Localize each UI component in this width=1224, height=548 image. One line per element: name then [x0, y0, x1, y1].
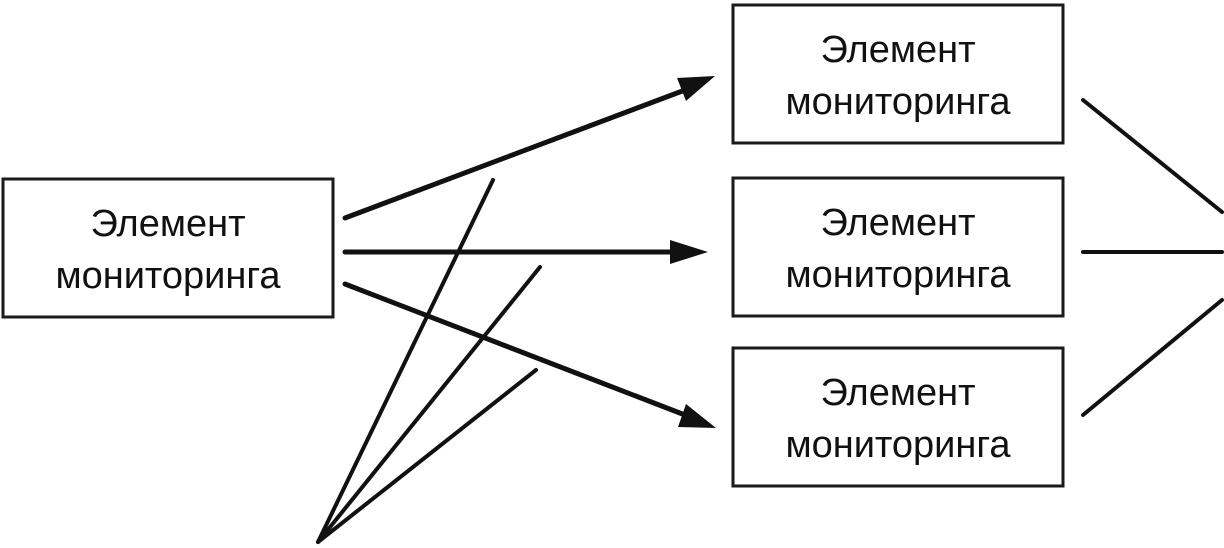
node-target-top-line2: мониторинга [785, 81, 1011, 123]
node-target-top-line1: Элемент [820, 29, 975, 71]
edge-source-to-bottom [342, 281, 716, 428]
node-target-middle: Элемент мониторинга [731, 176, 1065, 318]
node-source-box [1, 177, 335, 319]
fan-line-2 [316, 265, 542, 544]
node-source-line2: мониторинга [55, 255, 281, 297]
fan-line-1 [316, 178, 495, 544]
arrowhead-middle [670, 240, 708, 264]
node-source-line1: Элемент [90, 203, 245, 245]
right-lines [1081, 98, 1224, 417]
right-line-bottom [1081, 298, 1224, 417]
node-target-bottom-line2: мониторинга [785, 424, 1011, 466]
node-target-bottom-line1: Элемент [820, 372, 975, 414]
edge-source-to-top [342, 76, 715, 221]
edge-source-to-bottom-line [342, 281, 688, 418]
node-target-top-box [731, 3, 1065, 145]
arrowhead-bottom [678, 404, 716, 428]
arrowhead-top [677, 76, 715, 101]
node-target-bottom: Элемент мониторинга [731, 346, 1065, 488]
node-target-bottom-box [731, 346, 1065, 488]
node-target-middle-line1: Элемент [820, 202, 975, 244]
node-source: Элемент мониторинга [1, 177, 335, 319]
edge-source-to-middle [342, 240, 708, 264]
edge-source-to-top-line [342, 87, 688, 221]
node-target-middle-box [731, 176, 1065, 318]
fan-line-3 [316, 368, 538, 544]
node-target-top: Элемент мониторинга [731, 3, 1065, 145]
fan-lines [316, 178, 542, 544]
right-line-top [1081, 98, 1224, 214]
node-target-middle-line2: мониторинга [785, 254, 1011, 296]
